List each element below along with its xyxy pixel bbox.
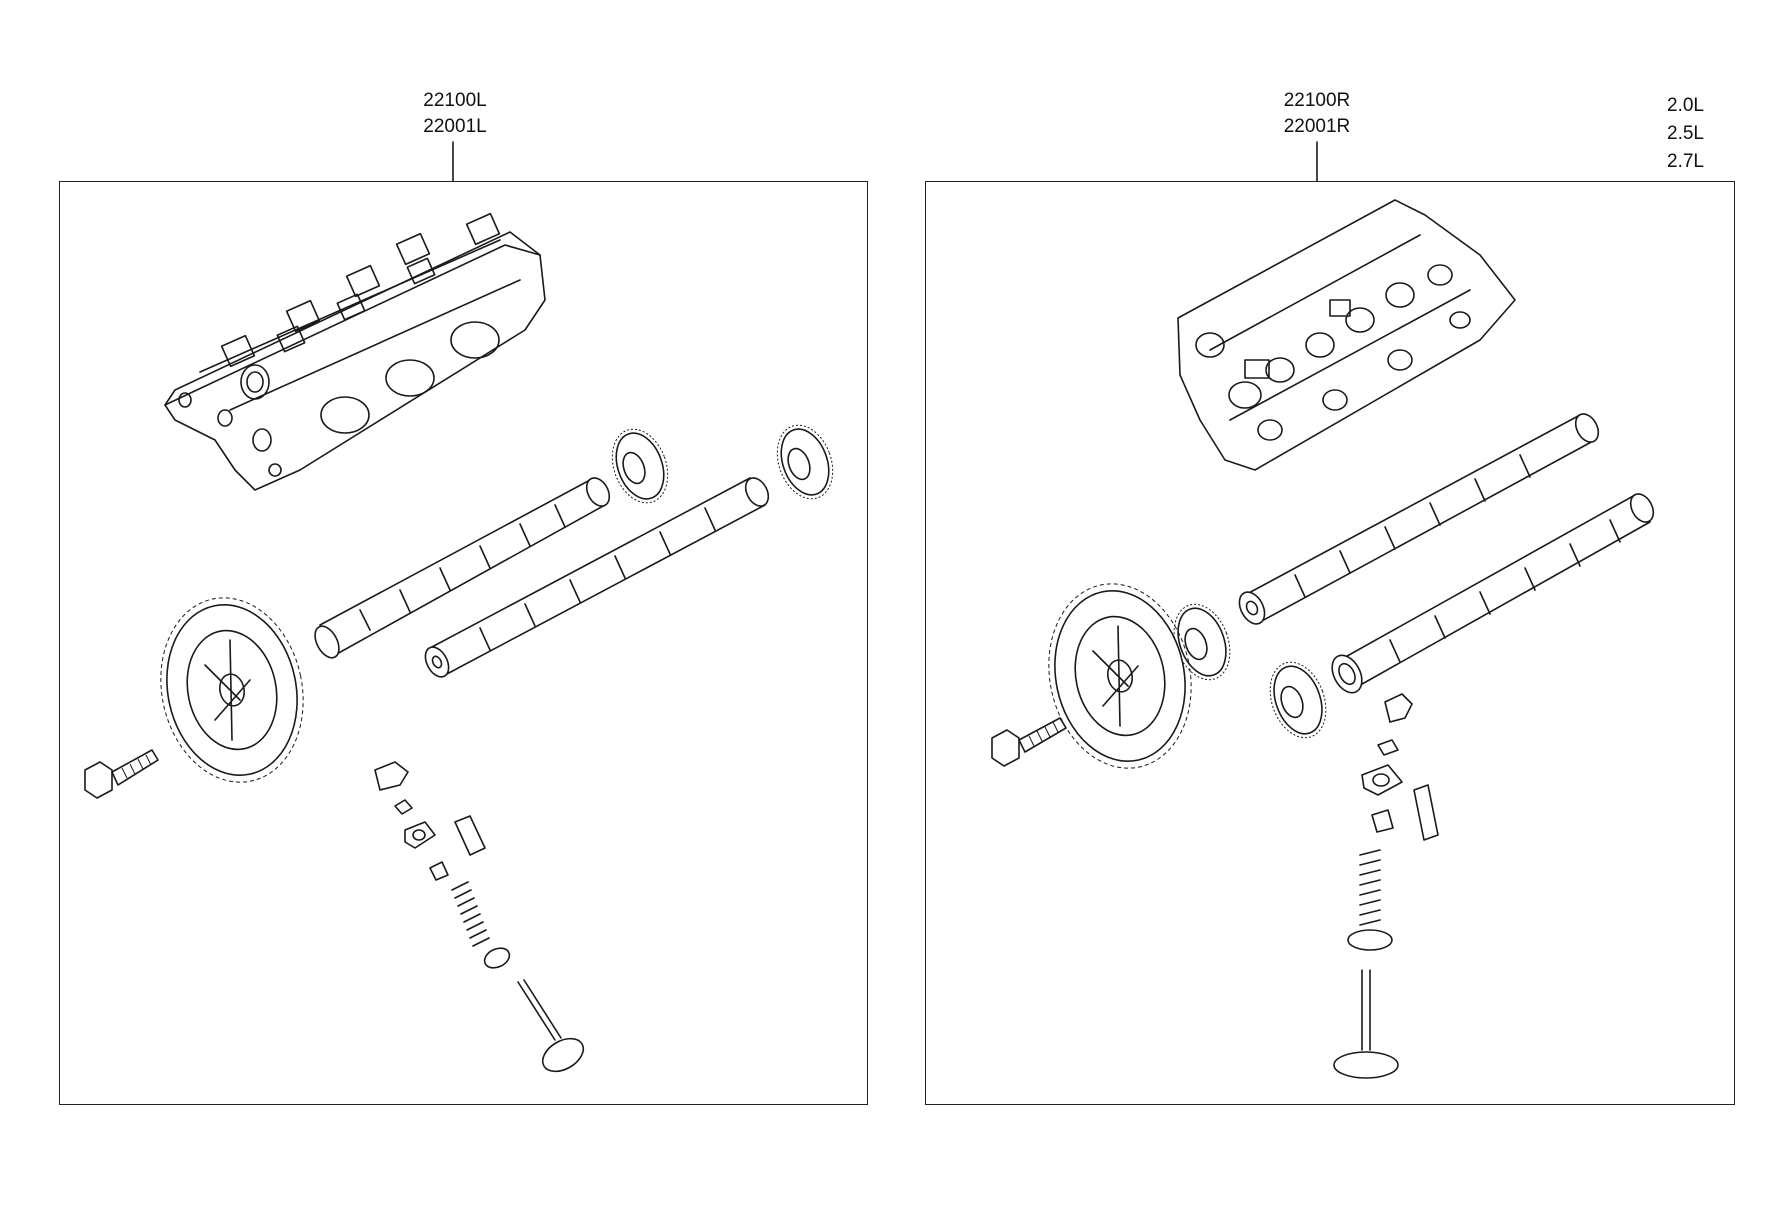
right-assembly-frame (925, 181, 1735, 1105)
engine-variant-3: 2.7L (1667, 151, 1704, 172)
left-part-number-2: 22001L (423, 116, 487, 137)
left-cylinder-head (164, 212, 546, 491)
engine-variant-2: 2.5L (1667, 123, 1704, 144)
left-cam-gear-1 (611, 428, 669, 504)
right-lower-camshaft (1331, 493, 1655, 694)
engine-variant-1: 2.0L (1667, 95, 1704, 116)
right-part-number-1: 22100R (1283, 90, 1351, 111)
right-part-number-2: 22001R (1283, 116, 1351, 137)
right-upper-camshaft (1238, 413, 1600, 625)
left-timing-sprocket (160, 597, 304, 783)
left-cam-gear-2 (776, 424, 834, 500)
right-cam-gear-2 (1269, 661, 1327, 739)
left-valve-train (374, 761, 585, 1073)
right-valve-train (1333, 693, 1439, 1079)
left-part-number-1: 22100L (423, 90, 487, 111)
left-intake-camshaft (314, 477, 611, 659)
right-sprocket-bolt (991, 717, 1067, 767)
right-cam-gear-1 (1173, 603, 1231, 681)
left-sprocket-bolt (84, 749, 159, 799)
right-timing-sprocket (1048, 583, 1192, 769)
left-exhaust-camshaft (424, 477, 770, 678)
left-assembly-frame (59, 181, 868, 1105)
right-cylinder-head (1177, 199, 1516, 471)
